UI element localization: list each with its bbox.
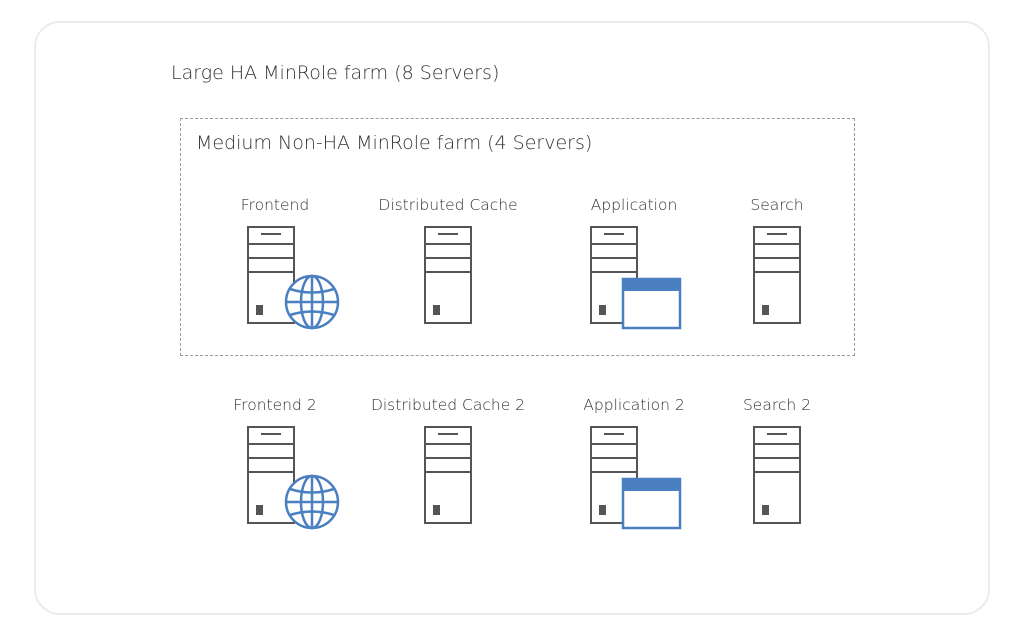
server-tower-icon (424, 426, 472, 524)
globe-icon (284, 474, 340, 530)
server-label: Search (750, 196, 804, 214)
globe-icon (284, 274, 340, 330)
server-search: Search (697, 196, 857, 336)
server-frontend-2: Frontend 2 (195, 396, 355, 536)
server-frontend: Frontend (195, 196, 355, 336)
server-distributed-cache: Distributed Cache (368, 196, 528, 336)
server-distributed-cache-2: Distributed Cache 2 (368, 396, 528, 536)
diagram-card (34, 21, 990, 615)
server-tower-icon (590, 226, 682, 330)
window-icon (621, 477, 682, 530)
server-label: Application 2 (583, 396, 685, 414)
window-icon (621, 277, 682, 330)
server-application: Application (554, 196, 714, 336)
server-tower-icon (753, 426, 801, 524)
server-label: Search 2 (742, 396, 812, 414)
server-tower-icon (753, 226, 801, 324)
server-tower-icon (247, 226, 340, 330)
server-tower-icon (424, 226, 472, 324)
server-label: Application (590, 196, 678, 214)
server-tower-icon (590, 426, 682, 530)
server-search-2: Search 2 (697, 396, 857, 536)
server-tower-icon (247, 426, 340, 530)
server-label: Frontend (240, 196, 310, 214)
server-label: Distributed Cache 2 (370, 396, 526, 414)
server-label: Distributed Cache (378, 196, 518, 214)
medium-farm-boundary (180, 118, 855, 356)
large-farm-title: Large HA MinRole farm (8 Servers) (171, 62, 500, 84)
server-label: Frontend 2 (233, 396, 317, 414)
server-application-2: Application 2 (554, 396, 714, 536)
medium-farm-title: Medium Non-HA MinRole farm (4 Servers) (196, 132, 593, 154)
